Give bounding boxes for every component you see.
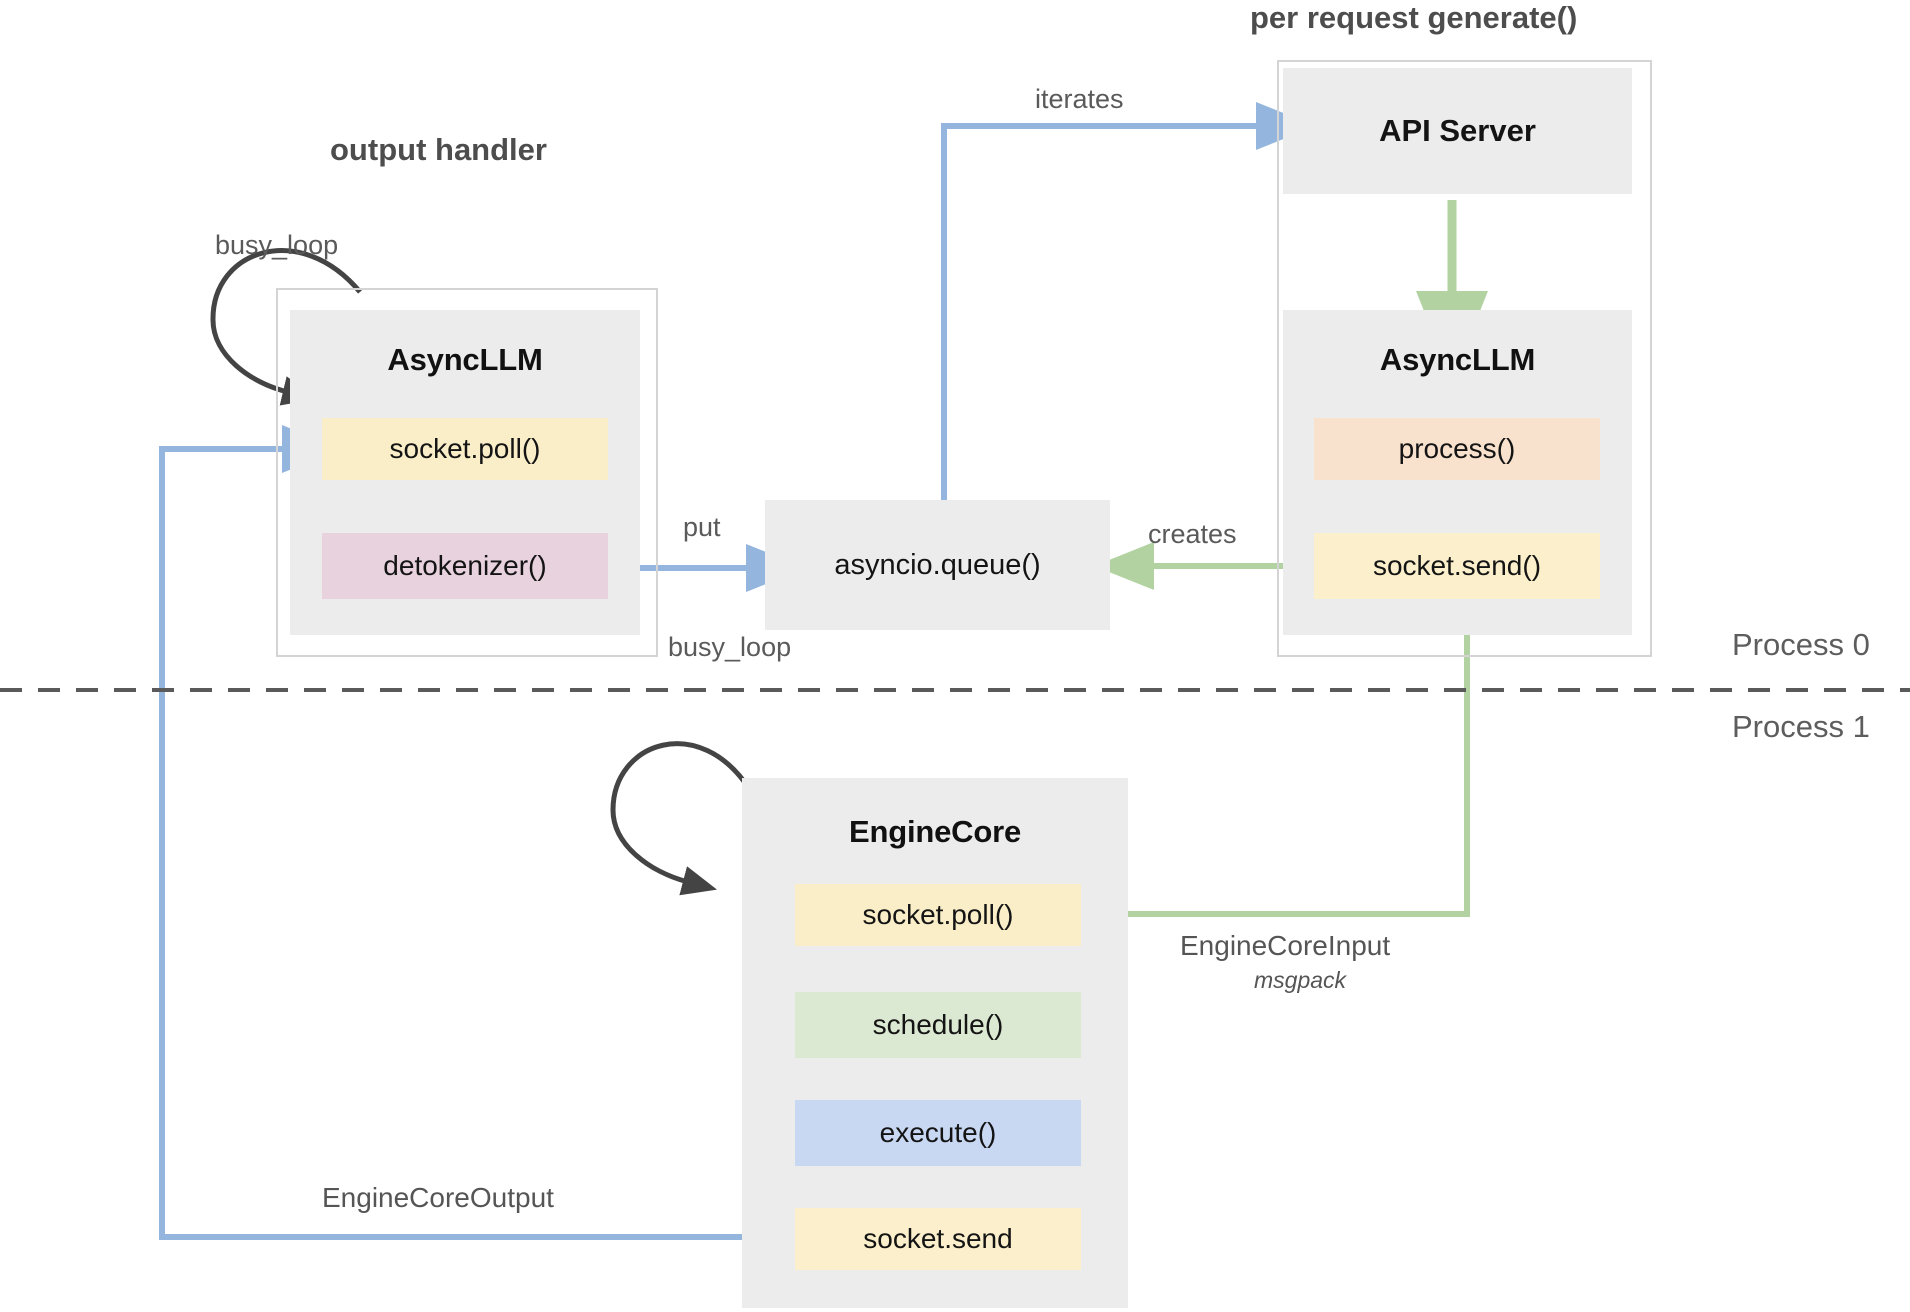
engine-core-input-format-label: msgpack (1254, 967, 1347, 993)
engine-core-title: EngineCore (849, 814, 1021, 849)
per-request-generate-heading: per request generate() (1250, 0, 1578, 35)
engine-core-slot-socket-send[interactable]: socket.send (795, 1208, 1081, 1270)
engine-core-slot-execute[interactable]: execute() (795, 1100, 1081, 1166)
per-request-asyncllm-title: AsyncLLM (1379, 342, 1536, 377)
engine-core-input-label: EngineCoreInput (1180, 930, 1391, 961)
put-label: put (683, 512, 721, 542)
output-handler-slot-socket-poll[interactable]: socket.poll() (322, 418, 608, 480)
busy-loop-label-engine-core: busy_loop (668, 632, 792, 662)
busy-loop-arrow-engine-core (610, 741, 753, 896)
per-request-slot-socket-send[interactable]: socket.send() (1314, 533, 1600, 599)
output-handler-asyncllm-title: AsyncLLM (387, 342, 543, 377)
iterates-label: iterates (1035, 84, 1124, 114)
creates-label: creates (1148, 519, 1237, 549)
output-handler-frame (276, 288, 658, 657)
iterates-arrow (941, 102, 1316, 500)
engine-core-slot-schedule[interactable]: schedule() (795, 992, 1081, 1058)
engine-core-output-label: EngineCoreOutput (322, 1182, 554, 1213)
output-handler-heading: output handler (330, 132, 547, 167)
output-handler-slot-detokenizer[interactable]: detokenizer() (322, 533, 608, 599)
busy-loop-label-output-handler: busy_loop (215, 230, 339, 260)
engine-core-slot-socket-poll[interactable]: socket.poll() (795, 884, 1081, 946)
per-request-slot-process[interactable]: process() (1314, 418, 1600, 480)
process-1-label: Process 1 (1732, 709, 1870, 744)
asyncio-queue-box[interactable]: asyncio.queue() (765, 500, 1110, 630)
process-0-label: Process 0 (1732, 627, 1870, 662)
per-request-generate-frame (1277, 60, 1652, 657)
api-server-box[interactable]: API Server (1283, 68, 1632, 194)
